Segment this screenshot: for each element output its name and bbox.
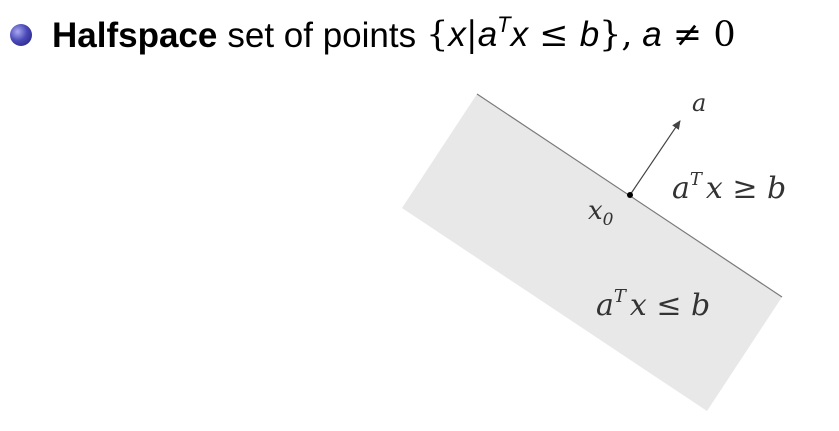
bullet-icon bbox=[10, 24, 32, 46]
condition-neq-zero: ≠ 0 bbox=[661, 15, 736, 55]
set-open-brace: { bbox=[426, 15, 449, 55]
halfspace-region bbox=[402, 94, 782, 411]
condition-a: a bbox=[632, 15, 662, 54]
set-variable: x bbox=[448, 15, 466, 54]
set-transpose: T bbox=[497, 12, 511, 37]
definition-text: set of points bbox=[227, 15, 417, 55]
set-close-brace: }, bbox=[599, 15, 633, 55]
set-leq: ≤ bbox=[528, 15, 580, 55]
vector-a-label: a bbox=[692, 89, 706, 117]
halfspace-definition: Halfspace set of points {x|aTx ≤ b}, a ≠… bbox=[10, 10, 736, 60]
point-x0-label: x0 bbox=[588, 196, 614, 230]
set-normal-a: a bbox=[477, 15, 498, 54]
normal-vector-arrow bbox=[629, 120, 681, 196]
point-x0-dot bbox=[627, 192, 633, 198]
set-bar: | bbox=[465, 15, 478, 55]
term-halfspace: Halfspace bbox=[52, 15, 218, 55]
set-notation: {x|aTx ≤ b}, a ≠ 0 bbox=[426, 14, 736, 55]
set-x: x bbox=[510, 15, 529, 54]
set-b: b bbox=[579, 15, 600, 54]
